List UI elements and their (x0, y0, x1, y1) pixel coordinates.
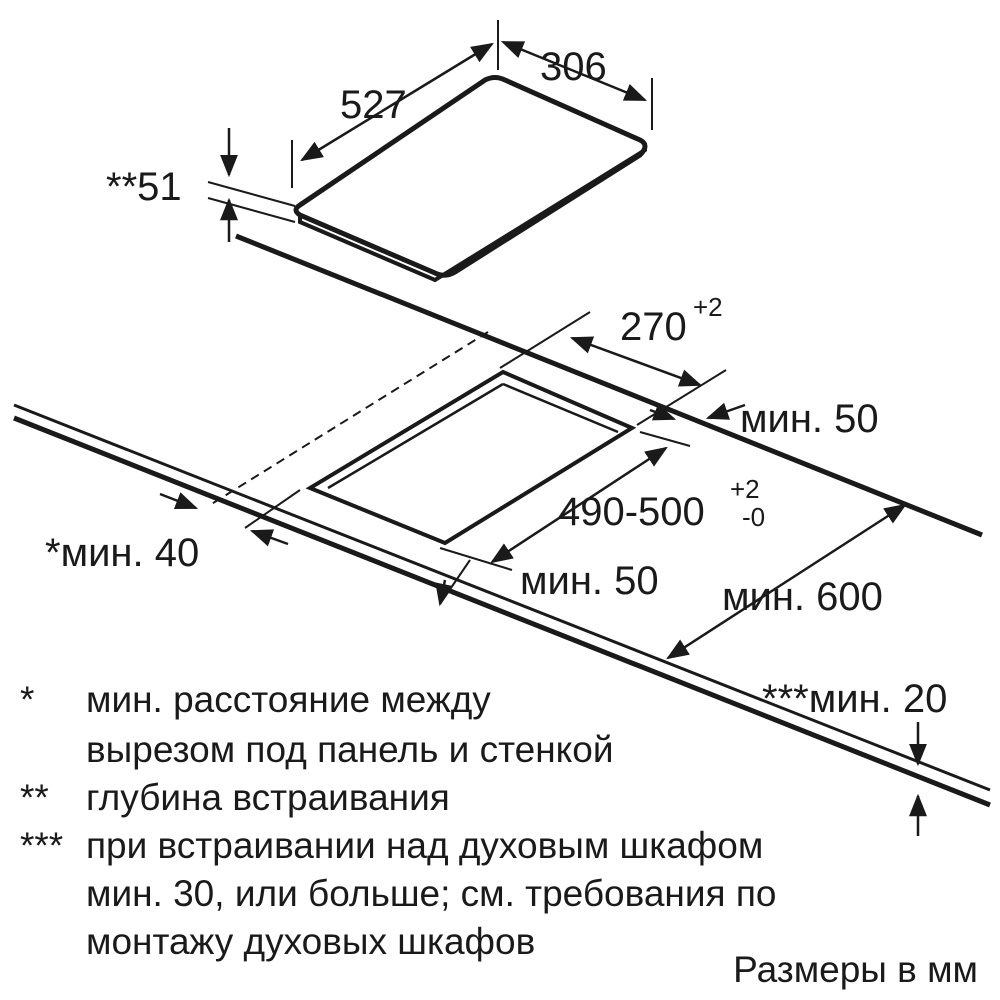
note-1-line-2: вырезом под панель и стенкой (86, 729, 614, 770)
cutout-width-tolerance: +2 (693, 292, 723, 322)
dimension-depth: **51 (106, 128, 296, 242)
depth-label: **51 (106, 165, 182, 209)
note-3-line-2: мин. 30, или больше; см. требования по (86, 873, 776, 914)
note-2-mark: ** (20, 777, 49, 818)
cutout-inner-edge (327, 382, 619, 490)
note-3-line-3: монтажу духовых шкафов (86, 921, 535, 962)
cutout-outline (305, 369, 637, 546)
note-1-mark: * (20, 679, 34, 720)
min-back-label: мин. 50 (740, 397, 879, 441)
hob-width-label: 306 (540, 45, 607, 89)
dimension-min-600: мин. 600 (666, 503, 907, 660)
dimension-min-side: *мин. 40 (45, 489, 301, 575)
dimension-306: 306 (500, 40, 653, 130)
note-3-line-1: при встраивании над духовым шкафом (86, 825, 763, 866)
dimension-270: 270 +2 (499, 292, 727, 426)
units-note: Размеры в мм (733, 949, 978, 990)
note-3-mark: *** (20, 825, 63, 866)
dimension-min-back: мин. 50 (649, 397, 879, 441)
hob-body-edge (298, 143, 647, 283)
min-20-label: ***мин. 20 (762, 677, 947, 721)
notes: * мин. расстояние между вырезом под пане… (20, 679, 978, 990)
countertop-front-top-edge (13, 403, 991, 792)
cutout-length-tolerance-minus: -0 (742, 502, 765, 532)
note-1-line-1: мин. расстояние между (86, 679, 491, 720)
dimension-min-20: ***мин. 20 (762, 677, 947, 836)
hob-length-label: 527 (340, 83, 407, 127)
dimension-490-500: 490-500 +2 -0 (439, 431, 765, 571)
cutout-length-label: 490-500 (558, 490, 705, 534)
cutout-length-tolerance-plus: +2 (730, 474, 760, 504)
cutout (305, 369, 637, 546)
min-side-label: *мин. 40 (45, 531, 199, 575)
min-front-label: мин. 50 (520, 559, 659, 603)
cutout-width-label: 270 (620, 305, 687, 349)
note-2-line-1: глубина встраивания (86, 777, 450, 818)
hob-drawing (293, 75, 648, 283)
min-600-label: мин. 600 (722, 575, 883, 619)
countertop-front-bottom-edge (13, 415, 991, 808)
dimension-527: 527 (291, 20, 499, 188)
wall-dashed-line (209, 331, 489, 506)
dimension-min-front: мин. 50 (435, 559, 659, 607)
